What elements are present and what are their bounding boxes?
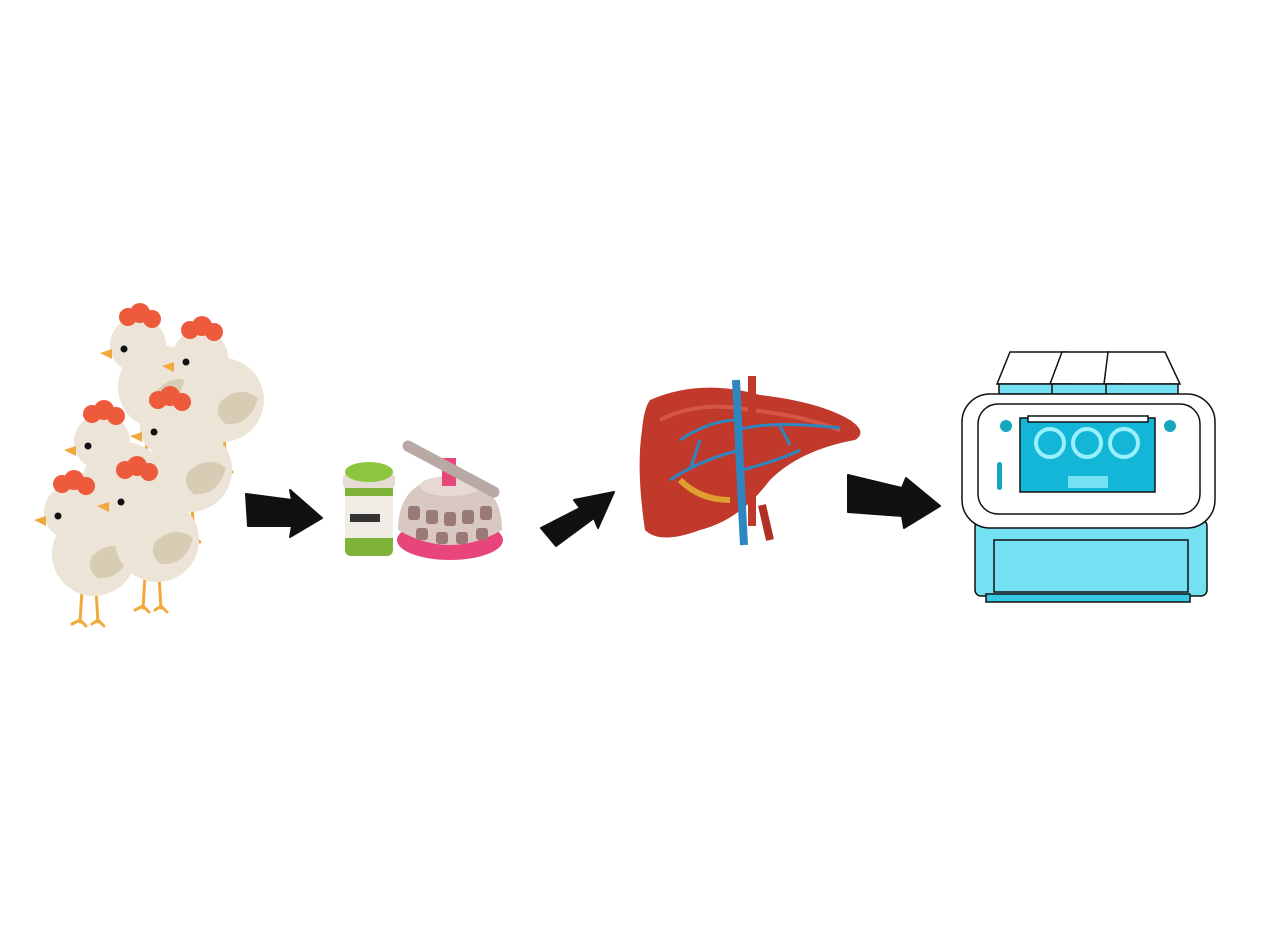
slot-indicator <box>997 462 1002 490</box>
black-arrow-icon <box>847 474 941 529</box>
chickens-flock-icon <box>32 301 266 628</box>
machine-lids <box>995 351 1182 395</box>
feed-supplement-and-feeder-icon <box>343 440 503 560</box>
indicator-light-icon <box>1000 420 1012 432</box>
supplement-bottle-icon <box>343 462 395 556</box>
black-arrow-icon <box>245 489 323 538</box>
thermal-cycler-machine-icon <box>961 351 1216 603</box>
indicator-light-icon <box>1164 420 1176 432</box>
feeder-icon <box>397 440 503 560</box>
machine-screen <box>1019 415 1156 493</box>
black-arrow-icon <box>540 491 615 547</box>
liver-organ-icon <box>639 376 861 546</box>
